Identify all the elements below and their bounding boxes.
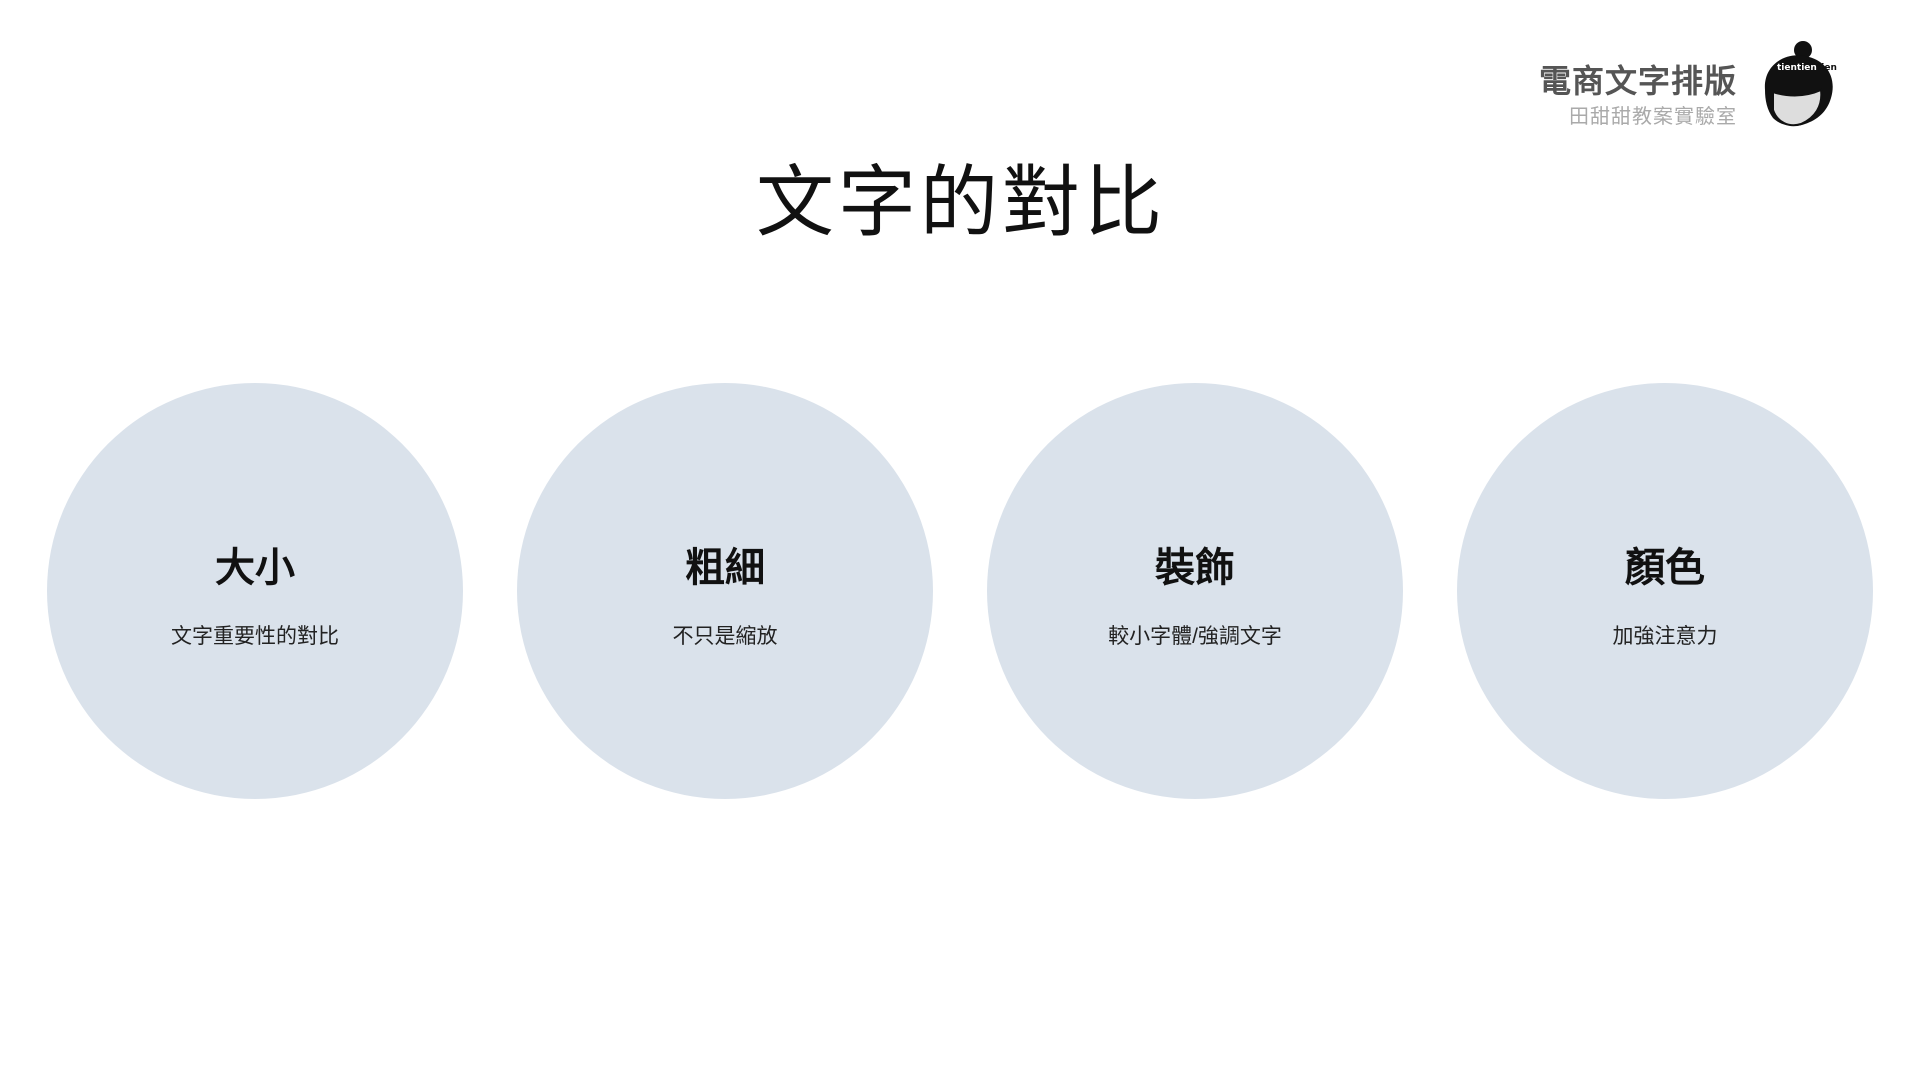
page-title: 文字的對比 [755, 158, 1166, 246]
card-text: 較小字體/強調文字 [1108, 625, 1282, 648]
card-heading: 顏色 [1625, 546, 1705, 590]
card-heading: 粗細 [685, 546, 765, 590]
brand-title: 電商文字排版 [1538, 63, 1737, 99]
contrast-card-weight: 粗細 不只是縮放 [517, 383, 933, 799]
svg-text:tien: tien [1817, 63, 1837, 73]
card-heading: 裝飾 [1155, 546, 1235, 590]
card-text: 文字重要性的對比 [171, 625, 339, 648]
contrast-card-decoration: 裝飾 較小字體/強調文字 [987, 383, 1403, 799]
tientien-logo: tientien tien [1755, 40, 1845, 130]
brand-subtitle: 田甜甜教案實驗室 [1569, 106, 1737, 128]
card-text: 加強注意力 [1612, 625, 1718, 648]
svg-text:tientien: tientien [1777, 63, 1817, 73]
card-heading: 大小 [215, 546, 295, 590]
card-text: 不只是縮放 [672, 625, 778, 648]
contrast-card-size: 大小 文字重要性的對比 [47, 383, 463, 799]
contrast-card-color: 顏色 加強注意力 [1457, 383, 1873, 799]
